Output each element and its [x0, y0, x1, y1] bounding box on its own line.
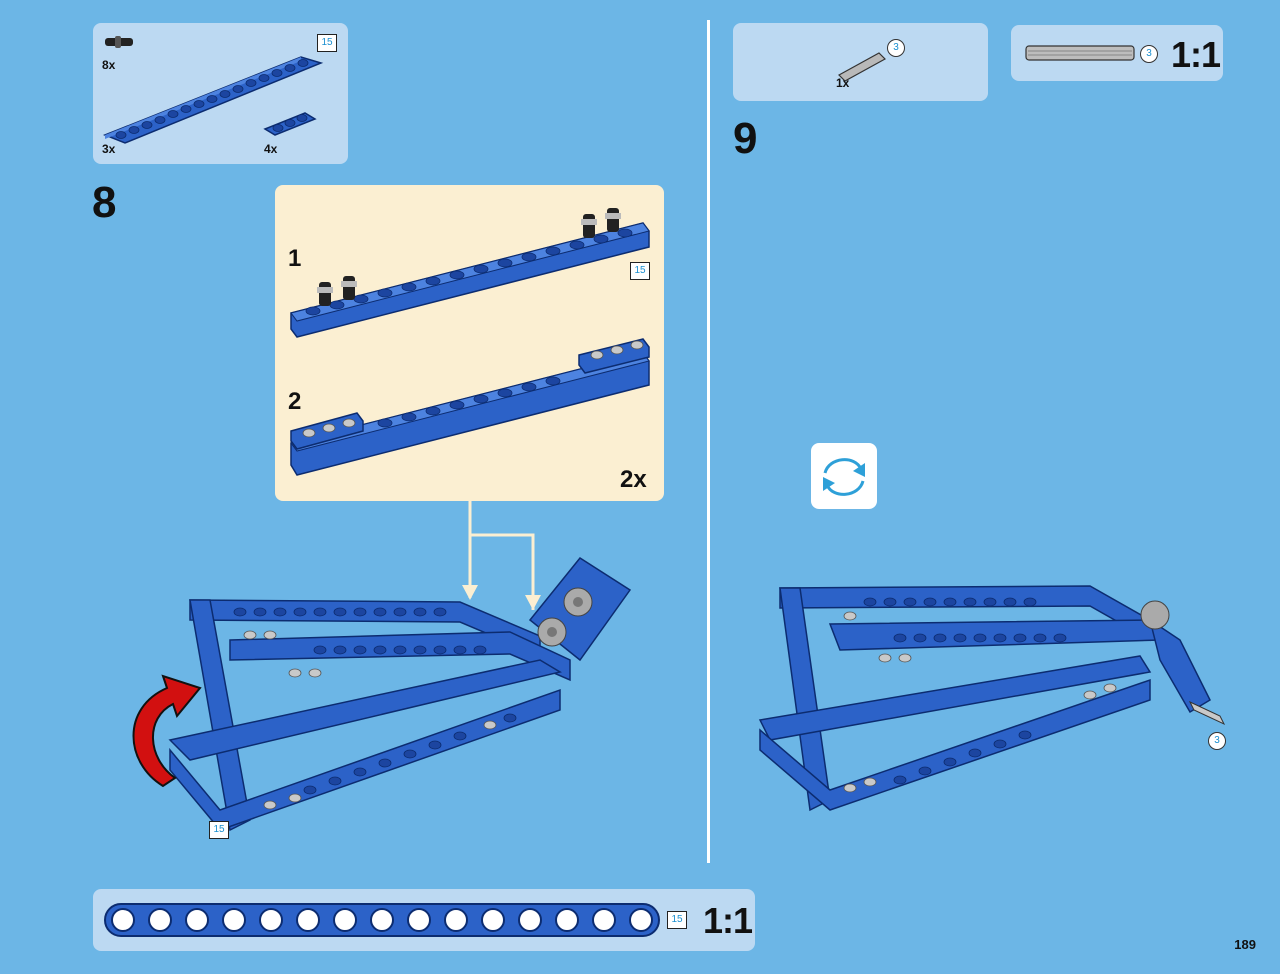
step-number-9: 9: [733, 114, 758, 163]
scale-ratio-top: 1:1: [1171, 34, 1221, 75]
scale-beam-length: 15: [667, 911, 687, 929]
rotate-model-button[interactable]: [811, 443, 877, 509]
step-number-8: 8: [92, 178, 117, 227]
subassembly-multiplier: 2x: [620, 466, 647, 493]
scale-guide-top: 3 1:1: [1011, 25, 1223, 81]
step8-parts-panel: 8x 15 3x 4x: [93, 23, 348, 164]
beam-length-label: 15: [317, 34, 337, 52]
rotate-arrow-icon: [132, 674, 202, 788]
step9-frame-assembly: [758, 585, 1226, 812]
scale-ratio-bottom: 1:1: [703, 900, 753, 941]
frame-beam-label: 15: [209, 821, 229, 839]
beam-15-scale-icon: [104, 903, 660, 937]
beam-15-qty: 3x: [102, 142, 116, 156]
subassembly-beam-label: 15: [630, 262, 650, 280]
subassembly-step-1: 1: [288, 245, 302, 272]
subassembly-beam-with-pins: [290, 208, 650, 338]
step9-parts-panel: 3 1x: [733, 23, 988, 101]
beam-3-part-icon: [263, 112, 317, 136]
pin-part-icon: [105, 36, 133, 48]
callout-connector-arrows: [462, 500, 541, 610]
step8-frame-assembly: [168, 557, 632, 832]
subassembly-callout: 1 15 2: [275, 185, 664, 501]
axle-3-part-icon: [838, 52, 886, 82]
page-divider: [707, 20, 710, 863]
beam-15-part-icon: [102, 56, 324, 144]
scale-axle-length: 3: [1140, 45, 1158, 63]
axle-length-label: 3: [887, 39, 905, 57]
axle-callout-label: 3: [1208, 732, 1226, 750]
page-number: 189: [1234, 937, 1256, 952]
subassembly-beam-with-short-beams: [290, 338, 650, 476]
axle-qty: 1x: [836, 76, 850, 90]
pin-qty: 8x: [102, 58, 116, 72]
beam-3-qty: 4x: [264, 142, 278, 156]
rotate-cycle-icon: [823, 458, 865, 496]
scale-guide-bottom: 15 1:1: [93, 889, 755, 951]
axle-scale-icon: [1025, 45, 1135, 61]
subassembly-step-2: 2: [288, 388, 302, 415]
